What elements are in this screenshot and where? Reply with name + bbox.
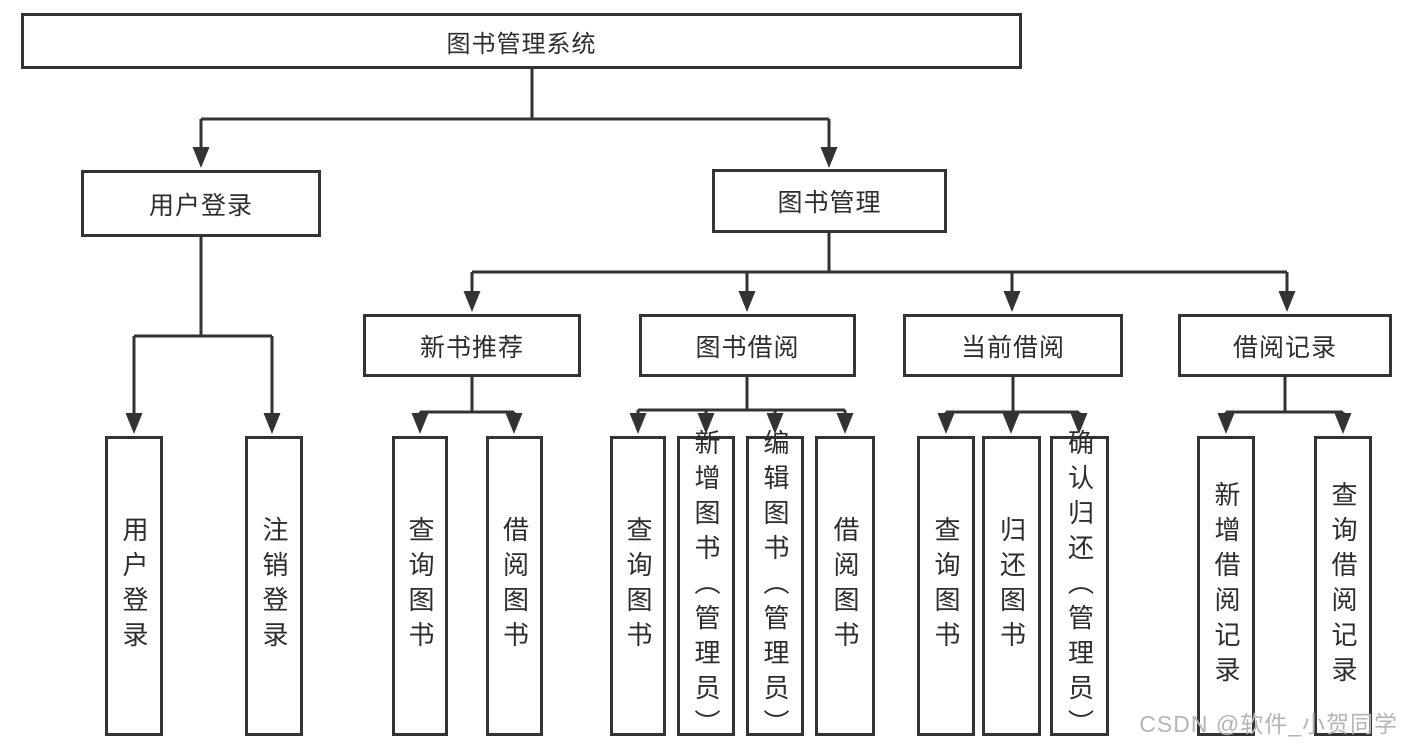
leaf-borrow-books-label: 借阅图书 bbox=[830, 516, 860, 656]
leaf-user-login: 用户登录 bbox=[105, 436, 163, 736]
node-root-label: 图书管理系统 bbox=[446, 30, 597, 58]
leaf-confirm-return-admin: 确认归还（管理员） bbox=[1050, 429, 1109, 744]
node-current-borrowing: 当前借阅 bbox=[903, 314, 1123, 377]
node-current-borrowing-label: 当前借阅 bbox=[960, 333, 1065, 362]
node-book-management: 图书管理 bbox=[712, 169, 947, 233]
leaf-add-books-admin-label: 新增图书（管理员） bbox=[691, 428, 721, 744]
node-new-book-recommendation: 新书推荐 bbox=[363, 314, 581, 377]
node-user-login: 用户登录 bbox=[81, 170, 321, 237]
leaf-return-books-label: 归还图书 bbox=[996, 516, 1027, 656]
leaf-query-books-current-label: 查询图书 bbox=[931, 516, 961, 656]
leaf-return-books: 归还图书 bbox=[982, 436, 1041, 736]
node-book-management-label: 图书管理 bbox=[777, 189, 882, 217]
node-borrowing-records-label: 借阅记录 bbox=[1232, 333, 1337, 362]
leaf-add-books-admin: 新增图书（管理员） bbox=[677, 429, 735, 744]
leaf-add-borrow-record-label: 新增借阅记录 bbox=[1211, 481, 1241, 691]
leaf-logout-label: 注销登录 bbox=[259, 516, 289, 656]
leaf-logout: 注销登录 bbox=[245, 436, 303, 736]
leaf-add-borrow-record: 新增借阅记录 bbox=[1197, 436, 1255, 736]
node-root: 图书管理系统 bbox=[21, 13, 1022, 69]
leaf-query-books-current: 查询图书 bbox=[917, 436, 975, 736]
leaf-query-books-recommend: 查询图书 bbox=[392, 436, 448, 736]
leaf-edit-books-admin-label: 编辑图书（管理员） bbox=[760, 428, 790, 744]
node-book-borrowing: 图书借阅 bbox=[639, 314, 856, 377]
node-book-borrowing-label: 图书借阅 bbox=[695, 333, 800, 362]
leaf-query-borrow-record-label: 查询借阅记录 bbox=[1328, 481, 1358, 691]
leaf-query-books-borrowing-label: 查询图书 bbox=[623, 516, 653, 656]
leaf-borrow-books-recommend-label: 借阅图书 bbox=[499, 516, 530, 656]
leaf-confirm-return-admin-label: 确认归还（管理员） bbox=[1064, 428, 1095, 744]
node-user-login-label: 用户登录 bbox=[148, 191, 253, 220]
leaf-query-books-borrowing: 查询图书 bbox=[610, 436, 666, 736]
leaf-edit-books-admin: 编辑图书（管理员） bbox=[746, 429, 804, 744]
leaf-borrow-books: 借阅图书 bbox=[815, 436, 875, 736]
leaf-query-books-recommend-label: 查询图书 bbox=[405, 516, 435, 656]
node-borrowing-records: 借阅记录 bbox=[1178, 314, 1392, 377]
csdn-watermark: CSDN @软件_小贺同学 bbox=[1139, 711, 1398, 737]
leaf-borrow-books-recommend: 借阅图书 bbox=[486, 436, 543, 736]
leaf-user-login-label: 用户登录 bbox=[119, 516, 149, 656]
node-new-book-recommendation-label: 新书推荐 bbox=[419, 333, 524, 362]
leaf-query-borrow-record: 查询借阅记录 bbox=[1314, 436, 1372, 736]
